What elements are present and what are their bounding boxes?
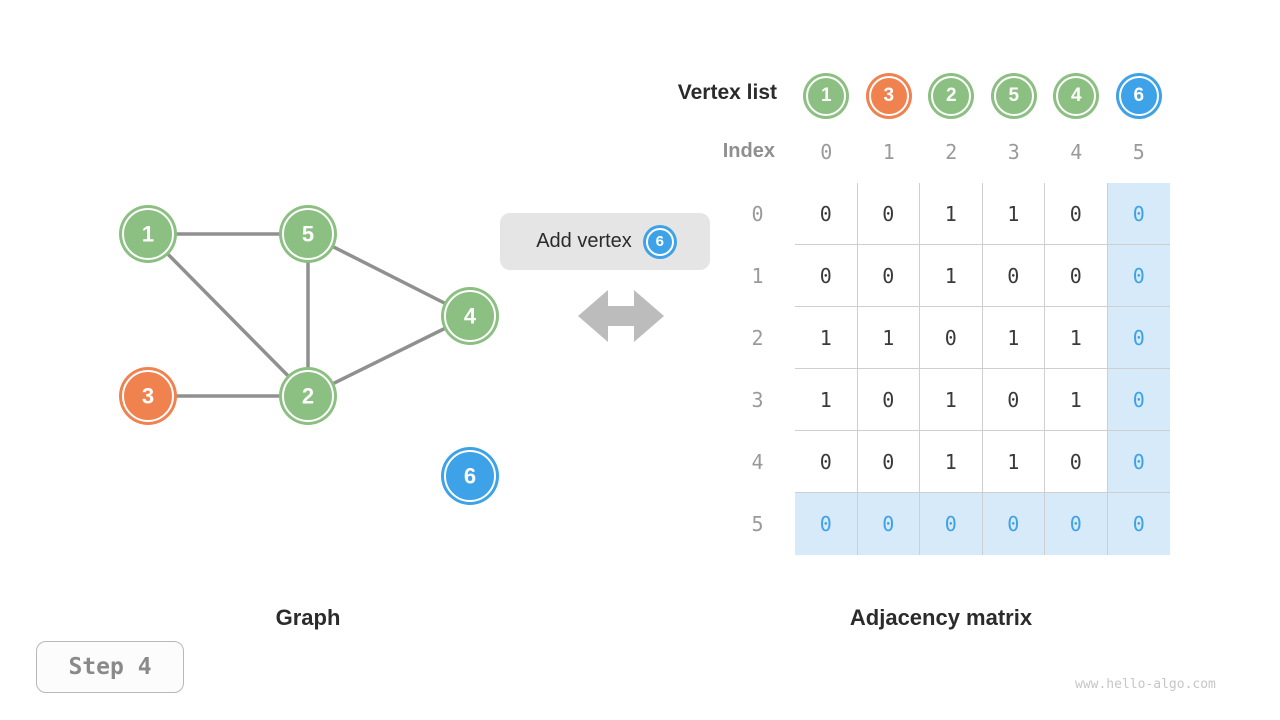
index-value: 0 xyxy=(820,140,833,164)
matrix-row-label: 5 xyxy=(751,512,764,536)
vertex-list-item: 2 xyxy=(920,73,983,119)
matrix-cell-2-1: 1 xyxy=(857,307,920,369)
matrix-cell-3-4: 1 xyxy=(1045,369,1108,431)
matrix-cell-0-1: 0 xyxy=(857,183,920,245)
index-value: 3 xyxy=(1007,140,1020,164)
graph-node-label: 6 xyxy=(464,464,476,489)
graph-edge-2-4 xyxy=(307,314,471,398)
graph-node-label: 4 xyxy=(464,304,477,329)
step-badge: Step 4 xyxy=(36,641,184,693)
vertex-badge-1: 1 xyxy=(806,76,847,116)
matrix-cell-3-0: 1 xyxy=(795,369,858,431)
matrix-row-label: 4 xyxy=(751,450,764,474)
matrix-row-labels: 0 1 2 3 4 5 xyxy=(730,183,785,555)
matrix-cell-1-5: 0 xyxy=(1107,245,1170,307)
matrix-row-label: 0 xyxy=(751,202,764,226)
index-value: 2 xyxy=(945,140,958,164)
index-value: 5 xyxy=(1132,140,1145,164)
vertex-badge-4: 4 xyxy=(1056,76,1097,116)
matrix-cell-4-4: 0 xyxy=(1045,431,1108,493)
watermark: www.hello-algo.com xyxy=(1075,677,1216,692)
graph-node-3: 3 xyxy=(119,367,177,425)
graph-node-6: 6 xyxy=(441,447,499,505)
matrix-cell-4-5: 0 xyxy=(1107,431,1170,493)
matrix-cell-1-2: 1 xyxy=(920,245,983,307)
matrix-cell-2-2: 0 xyxy=(920,307,983,369)
matrix-cell-5-0: 0 xyxy=(795,493,858,555)
matrix-cell-5-1: 0 xyxy=(857,493,920,555)
graph-node-label: 2 xyxy=(302,384,314,409)
index-value: 1 xyxy=(882,140,895,164)
graph-edge-1-2 xyxy=(146,232,310,398)
graph-node-1: 1 xyxy=(119,205,177,263)
matrix-cell-1-4: 0 xyxy=(1045,245,1108,307)
vertex-list-item: 3 xyxy=(858,73,921,119)
matrix-cell-5-5: 0 xyxy=(1107,493,1170,555)
graph-node-label: 3 xyxy=(142,384,154,409)
matrix-cell-0-4: 0 xyxy=(1045,183,1108,245)
matrix-cell-4-3: 1 xyxy=(982,431,1045,493)
vertex-badge-3: 3 xyxy=(868,76,909,116)
matrix-cell-2-4: 1 xyxy=(1045,307,1108,369)
add-vertex-label: Add vertex xyxy=(536,230,632,252)
graph-edge-5-4 xyxy=(307,232,471,318)
matrix-cell-2-5: 0 xyxy=(1107,307,1170,369)
matrix-cell-4-0: 0 xyxy=(795,431,858,493)
matrix-cell-3-2: 1 xyxy=(920,369,983,431)
vertex-list-item: 6 xyxy=(1108,73,1171,119)
vertex-list-item: 1 xyxy=(795,73,858,119)
vertex-list-label: Vertex list xyxy=(677,81,777,104)
matrix-row-label: 1 xyxy=(751,264,764,288)
graph-node-label: 5 xyxy=(302,222,314,247)
vertex-badge-2: 2 xyxy=(931,76,972,116)
graph-node-5: 5 xyxy=(279,205,337,263)
graph-caption: Graph xyxy=(275,605,341,630)
matrix-cell-1-3: 0 xyxy=(982,245,1045,307)
matrix-cell-4-2: 1 xyxy=(920,431,983,493)
graph-node-4: 4 xyxy=(441,287,499,345)
matrix-cell-0-5: 0 xyxy=(1107,183,1170,245)
matrix-cell-2-3: 1 xyxy=(982,307,1045,369)
adjacency-matrix-caption: Adjacency matrix xyxy=(849,605,1033,630)
added-vertex-badge: 6 xyxy=(645,227,674,256)
matrix-cell-0-3: 1 xyxy=(982,183,1045,245)
matrix-cell-4-1: 0 xyxy=(857,431,920,493)
vertex-badge-5: 5 xyxy=(993,76,1034,116)
matrix-cell-2-0: 1 xyxy=(795,307,858,369)
matrix-cell-0-0: 0 xyxy=(795,183,858,245)
matrix-row-label: 3 xyxy=(751,388,764,412)
index-value: 4 xyxy=(1070,140,1083,164)
index-row: 0 1 2 3 4 5 xyxy=(795,138,1170,166)
matrix-cell-3-5: 0 xyxy=(1107,369,1170,431)
vertex-list-item: 5 xyxy=(983,73,1046,119)
index-label: Index xyxy=(722,140,775,162)
matrix-row-label: 2 xyxy=(751,326,764,350)
add-vertex-operation: Add vertex 6 xyxy=(500,213,710,270)
matrix-cell-5-2: 0 xyxy=(920,493,983,555)
matrix-cell-5-3: 0 xyxy=(982,493,1045,555)
graph-node-label: 1 xyxy=(142,222,154,247)
matrix-cell-3-1: 0 xyxy=(857,369,920,431)
left-right-arrow-icon xyxy=(578,290,664,342)
matrix-cell-3-3: 0 xyxy=(982,369,1045,431)
matrix-cell-5-4: 0 xyxy=(1045,493,1108,555)
graph-node-2: 2 xyxy=(279,367,337,425)
vertex-list-item: 4 xyxy=(1045,73,1108,119)
vertex-badge-6: 6 xyxy=(1118,76,1159,116)
matrix-cell-1-1: 0 xyxy=(857,245,920,307)
matrix-cell-0-2: 1 xyxy=(920,183,983,245)
matrix-cell-1-0: 0 xyxy=(795,245,858,307)
